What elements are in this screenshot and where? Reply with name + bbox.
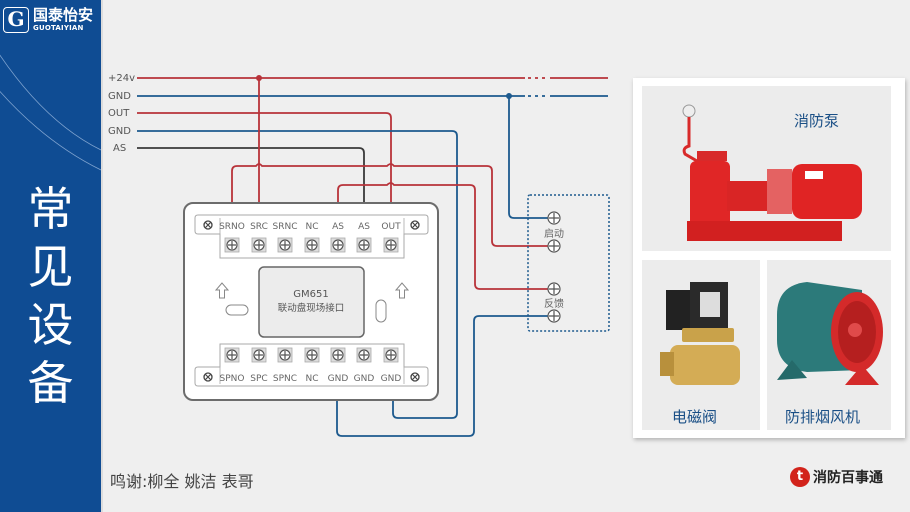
logo-g-icon: G: [3, 7, 29, 33]
equipment-label: 防排烟风机: [785, 408, 861, 426]
terminal-screw-icon: [277, 347, 293, 363]
smoke-exhaust-fan-image: [777, 282, 883, 385]
terminal-screw-icon: [356, 347, 372, 363]
fire-pump-image: [682, 104, 862, 241]
wire-as: [137, 147, 365, 203]
bottom-pin-label: SPNC: [273, 374, 297, 384]
junction-gnd: [506, 93, 512, 99]
module-label-box: [258, 266, 365, 338]
bottom-pin-label: SPC: [250, 374, 267, 384]
sidebar-divider: [101, 0, 103, 512]
logo-name-cn: 国泰怡安: [33, 6, 94, 24]
wire-label-gnd: GND: [108, 91, 131, 102]
terminal-screw-icon: [547, 309, 561, 323]
top-pin-label: NC: [305, 222, 318, 232]
module-model: GM651: [293, 289, 328, 300]
equipment-card-solenoid-valve: 电磁阀: [642, 260, 760, 430]
mount-screw-icon: [410, 220, 420, 230]
bottom-pin-label: GND: [328, 374, 349, 384]
title-char: 见: [27, 240, 74, 294]
terminal-screw-icon: [356, 237, 372, 253]
solenoid-valve-image: [660, 282, 740, 385]
title-char: 常: [27, 182, 74, 236]
decorative-arcs: [0, 54, 101, 171]
equipment-label: 电磁阀: [672, 408, 718, 426]
junction-24v: [256, 75, 262, 81]
wire-srno-start: [231, 163, 548, 247]
terminal-screw-icon: [251, 347, 267, 363]
company-logo: G 国泰怡安 GUOTAIYIAN: [0, 0, 101, 40]
up-arrow-icon: [394, 282, 410, 299]
mount-screw-icon: [203, 372, 213, 382]
wire-label-gnd: GND: [108, 126, 131, 137]
mount-screw-icon: [203, 220, 213, 230]
equipment-panel: 消防泵 电磁阀 防排烟风机: [633, 78, 905, 438]
section-title: 常 见 设 备: [0, 180, 101, 412]
terminal-screw-icon: [383, 347, 399, 363]
top-pin-label: SRC: [250, 222, 268, 232]
top-pin-label: OUT: [381, 222, 401, 232]
terminal-screw-icon: [277, 237, 293, 253]
sidebar: G 国泰怡安 GUOTAIYIAN 常 见 设 备: [0, 0, 101, 512]
equipment-label: 消防泵: [794, 112, 840, 130]
terminal-screw-icon: [304, 237, 320, 253]
bottom-pins: SPNO SPC SPNC NC GND GND GND: [220, 347, 402, 384]
top-pin-label: SRNO: [219, 222, 245, 232]
wire-gnd-start: [508, 96, 548, 219]
device-terminal-box: [527, 194, 610, 332]
brand-name: 消防百事通: [813, 470, 883, 486]
start-label: 启动: [544, 227, 564, 240]
bottom-pin-label: NC: [305, 374, 318, 384]
top-pin-label: SRNC: [273, 222, 298, 232]
top-pin-label: AS: [332, 222, 344, 232]
terminal-screw-icon: [547, 211, 561, 225]
credits-text: 鸣谢:柳全 姚洁 表哥: [110, 472, 254, 491]
title-char: 设: [27, 298, 74, 352]
terminal-screw-icon: [224, 347, 240, 363]
top-pins: SRNO SRC SRNC NC AS AS OUT: [219, 222, 401, 253]
wire-gnd-feedback: [336, 315, 548, 437]
wire-gnd-2: [137, 130, 458, 419]
wire-label-as: AS: [113, 143, 126, 154]
logo-name-en: GUOTAIYIAN: [33, 24, 84, 32]
bottom-pin-label: SPNO: [220, 374, 245, 384]
slot-horizontal: [225, 304, 249, 316]
terminal-screw-icon: [330, 347, 346, 363]
bottom-pin-label: GND: [354, 374, 375, 384]
slot-vertical: [375, 299, 387, 323]
equipment-card-fire-pump: 消防泵: [642, 86, 891, 251]
brand-logo: t 消防百事通: [790, 467, 883, 487]
wire-out: [137, 112, 392, 203]
wire-as-feedback: [337, 182, 548, 290]
brand-mark-icon: t: [790, 467, 810, 487]
module-name: 联动盘现场接口: [278, 302, 345, 314]
mount-screw-icon: [410, 372, 420, 382]
up-arrow-icon: [214, 282, 230, 299]
top-pin-label: AS: [358, 222, 370, 232]
wire-label-out: OUT: [108, 108, 130, 119]
terminal-screw-icon: [251, 237, 267, 253]
feedback-label: 反馈: [544, 297, 564, 310]
terminal-screw-icon: [224, 237, 240, 253]
terminal-screw-icon: [304, 347, 320, 363]
wire-label-24v: +24v: [108, 73, 135, 84]
equipment-card-smoke-fan: 防排烟风机: [767, 260, 891, 430]
title-char: 备: [27, 356, 74, 410]
bottom-pin-label: GND: [381, 374, 402, 384]
terminal-screw-icon: [383, 237, 399, 253]
terminal-screw-icon: [547, 282, 561, 296]
terminal-screw-icon: [330, 237, 346, 253]
wiring-diagram: +24v GND OUT GND AS SRNO SRC SRNC NC AS AS OUT…: [108, 73, 610, 437]
terminal-screw-icon: [547, 239, 561, 253]
